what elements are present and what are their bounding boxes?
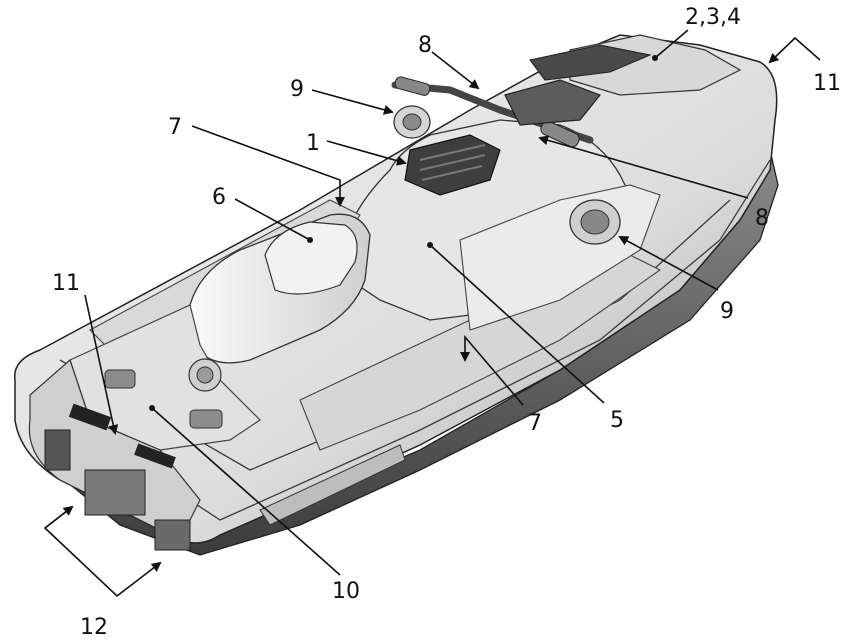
rear-hardware-right	[155, 520, 190, 550]
callout-7-upper: 7	[168, 115, 182, 140]
rear-cap-center	[197, 367, 213, 383]
callout-6: 6	[212, 185, 226, 210]
rear-hardware-left	[45, 430, 70, 470]
leader-10-dot	[149, 405, 155, 411]
rear-handle-left	[105, 370, 135, 388]
callout-5: 5	[610, 408, 624, 433]
rear-hardware-center	[85, 470, 145, 515]
leader-8-upper	[432, 52, 478, 88]
rear-handle-right	[190, 410, 222, 428]
leader-5-dot	[427, 242, 433, 248]
callout-11-left: 11	[52, 271, 80, 296]
leader-9-upper	[312, 90, 392, 112]
callout-11-right: 11	[813, 71, 841, 96]
leader-11-right	[770, 38, 820, 62]
speaker-left-cone	[403, 114, 421, 130]
callout-8-upper: 8	[418, 33, 432, 58]
callout-9-right: 9	[720, 299, 734, 324]
speaker-right-cone	[581, 210, 609, 234]
callout-8-lower: 8	[755, 206, 769, 231]
handle-grip-left	[394, 76, 431, 97]
callout-1: 1	[306, 131, 320, 156]
leader-12-b	[45, 507, 72, 528]
callout-9-upper: 9	[290, 77, 304, 102]
callout-2-3-4: 2,3,4	[685, 5, 741, 30]
callout-12: 12	[80, 615, 108, 640]
leader-1	[327, 141, 405, 163]
callout-10: 10	[332, 579, 360, 604]
leader-2-3-4-dot	[652, 55, 658, 61]
leader-6-dot	[307, 237, 313, 243]
callout-7-lower: 7	[528, 411, 542, 436]
